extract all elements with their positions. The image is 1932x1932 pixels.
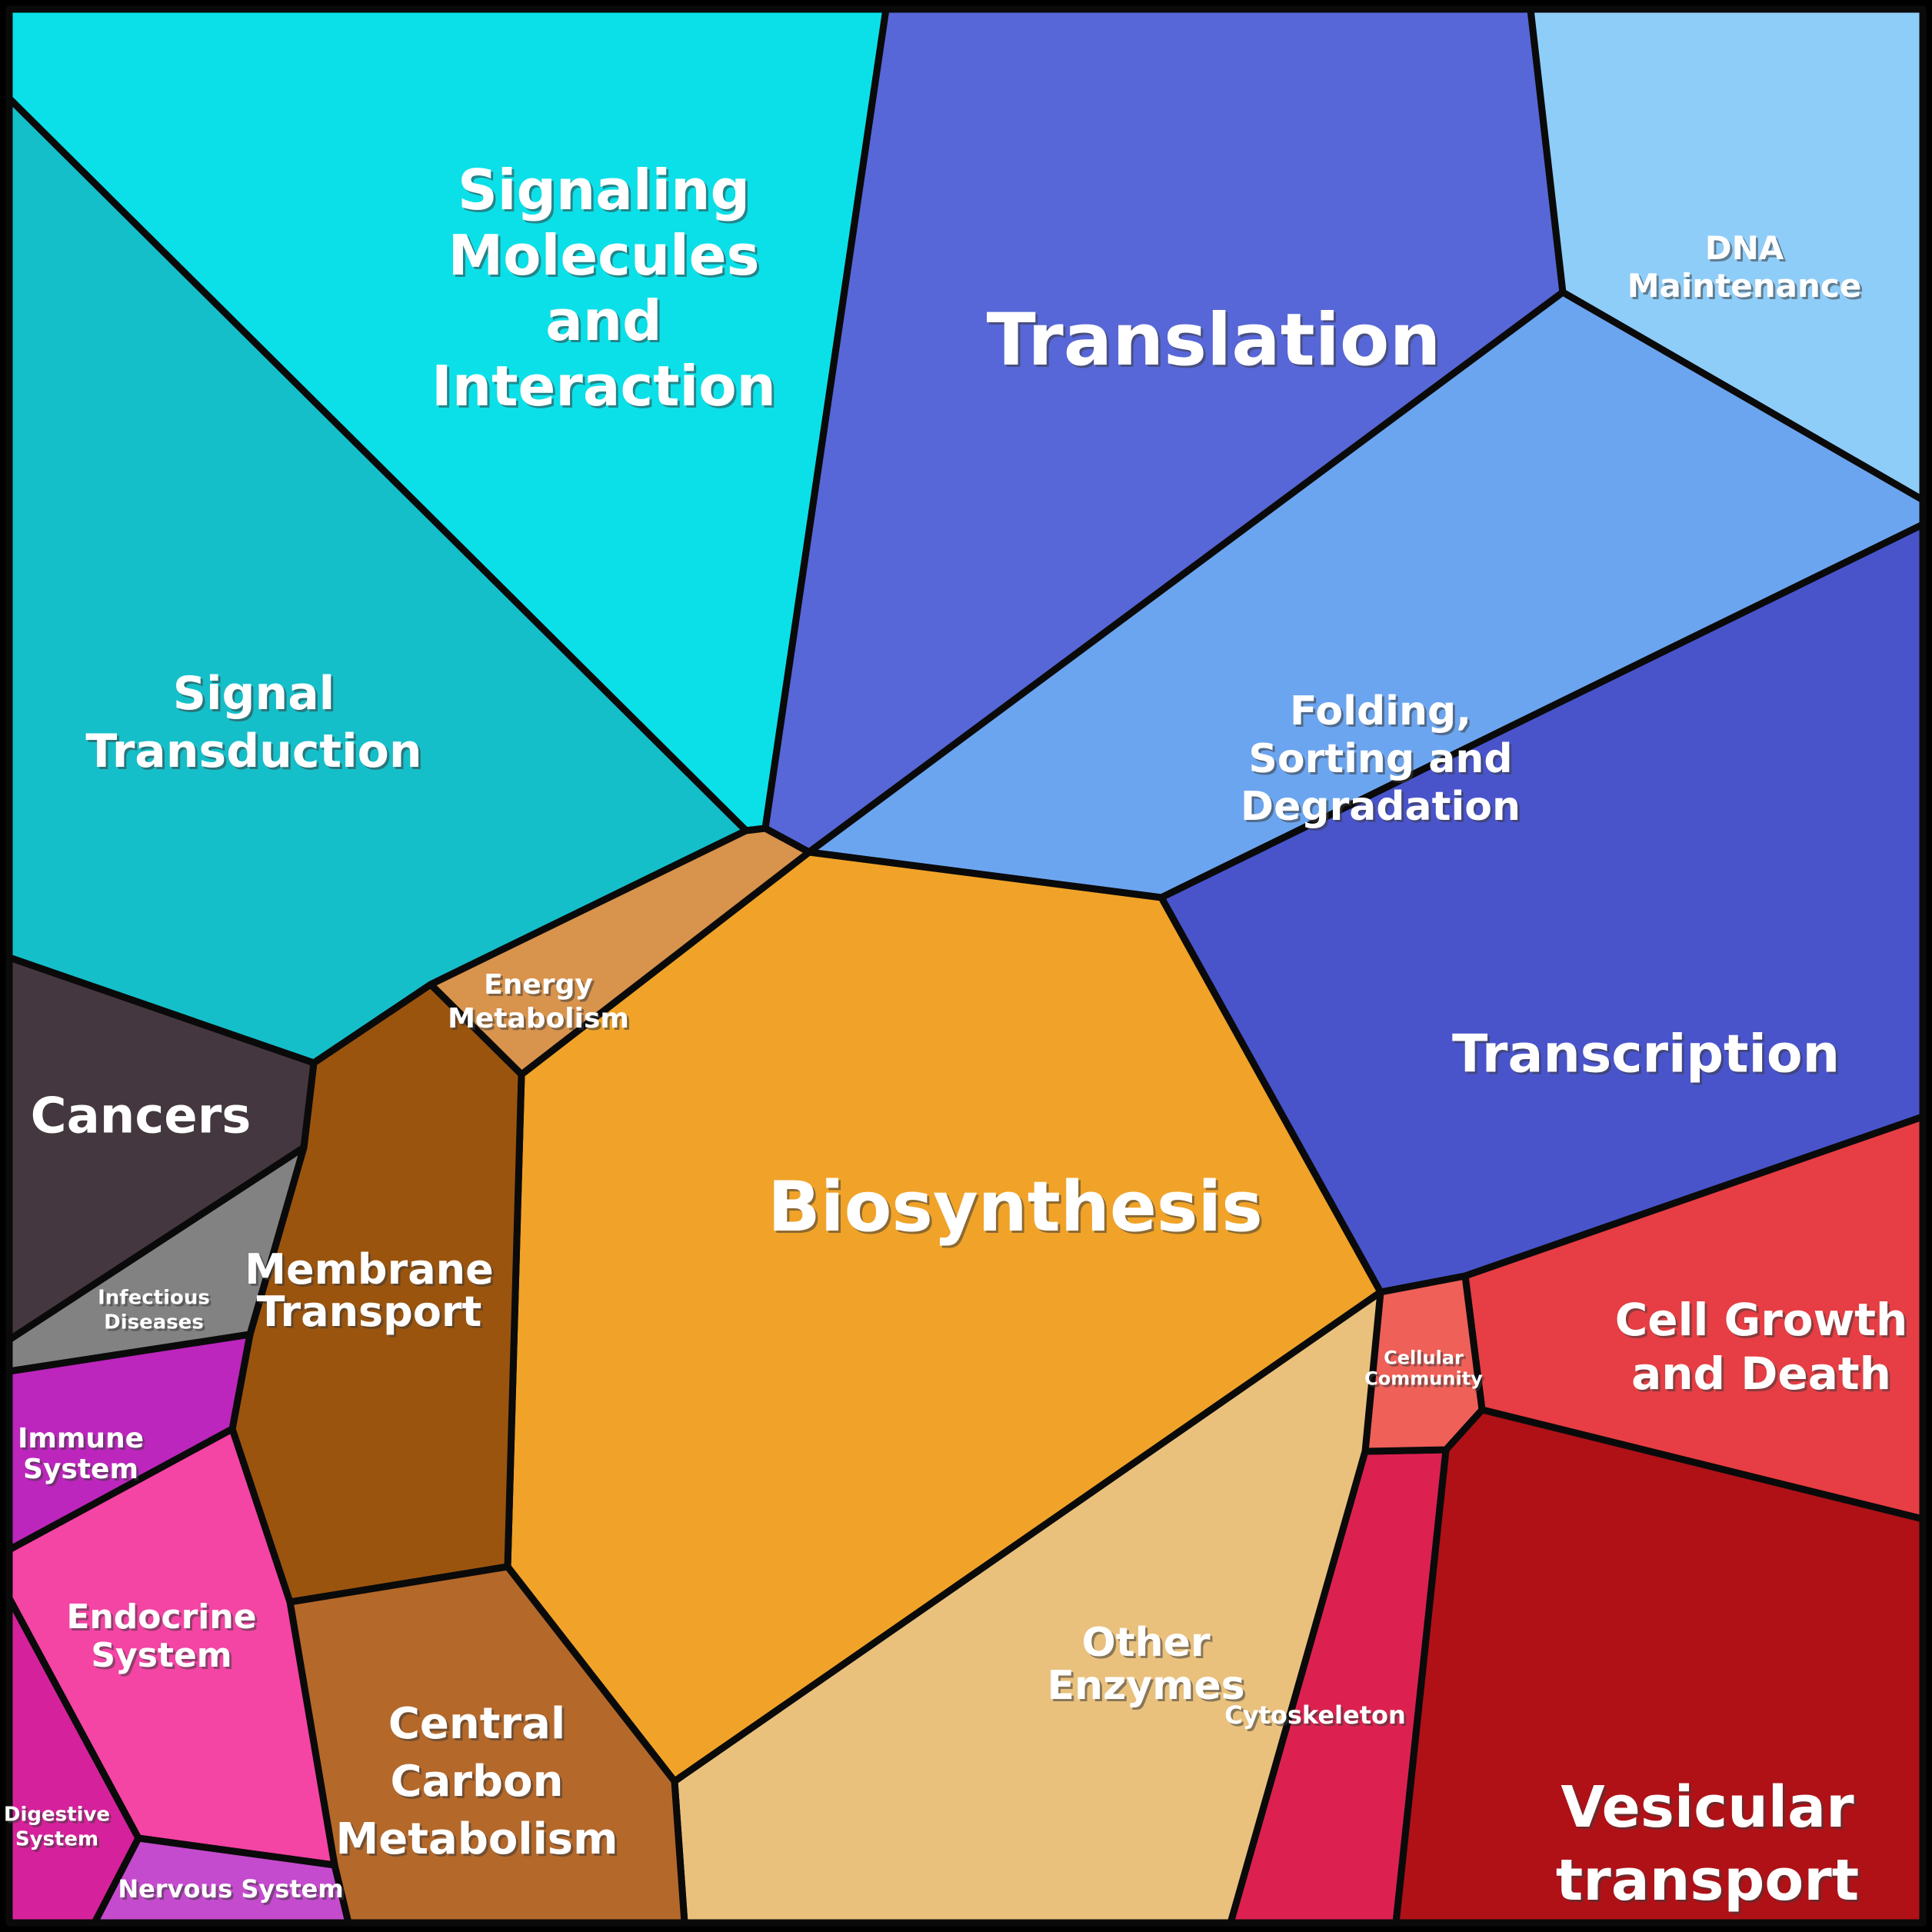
cell-nervous-system	[91, 1834, 352, 1927]
label-membrane-transport-line-0-shadow: Membrane	[247, 1247, 495, 1296]
label-membrane-transport-line-1: Transport	[257, 1287, 482, 1336]
label-transcription-line-0: Transcription	[1452, 1024, 1840, 1085]
label-cell-growth-and-death-line-0: Cell Growth	[1615, 1294, 1908, 1346]
label-vesicular-transport-line-1: transport	[1556, 1847, 1859, 1914]
label-signal-transduction-line-1-shadow: Transduction	[88, 727, 424, 781]
label-dna-maintenance-line-1: Maintenance	[1627, 267, 1862, 305]
label-cell-growth-and-death-line-0-shadow: Cell Growth	[1617, 1296, 1910, 1348]
label-central-carbon-metabolism-line-1-shadow: Carbon	[393, 1759, 566, 1809]
label-signaling-molecules-and-interaction-line-0: Signaling	[458, 158, 750, 222]
label-energy-metabolism-line-0-shadow: Energy	[486, 971, 595, 1003]
label-vesicular-transport-line-0-shadow: Vesicular	[1563, 1777, 1857, 1843]
label-other-enzymes-line-0-shadow: Other	[1084, 1622, 1213, 1668]
label-other-enzymes-line-1-shadow: Enzymes	[1049, 1665, 1247, 1711]
label-cellular-community-line-1: Community	[1364, 1368, 1483, 1390]
label-dna-maintenance-line-1-shadow: Maintenance	[1630, 269, 1864, 307]
label-cytoskeleton-line-0: Cytoskeleton	[1224, 1700, 1406, 1730]
label-digestive-system-line-0: Digestive	[4, 1804, 110, 1827]
label-folding-sorting-and-degradation-line-2-shadow: Degradation	[1243, 786, 1523, 832]
label-endocrine-system-line-1-shadow: System	[93, 1638, 234, 1677]
label-folding-sorting-and-degradation-line-1-shadow: Sorting and	[1251, 738, 1514, 784]
cell-energy-metabolism	[427, 824, 813, 1078]
label-signaling-molecules-and-interaction-line-3-shadow: Interaction	[434, 356, 778, 421]
label-digestive-system-line-1-shadow: System	[18, 1830, 101, 1854]
label-translation-line-0: Translation	[987, 298, 1441, 382]
label-endocrine-system-line-0-shadow: Endocrine	[68, 1600, 258, 1639]
label-vesicular-transport-line-1-shadow: transport	[1558, 1850, 1861, 1916]
label-energy-metabolism-line-1: Metabolism	[448, 1003, 629, 1034]
label-cellular-community-line-0: Cellular	[1384, 1347, 1464, 1369]
label-nervous-system-line-0-shadow: Nervous System	[120, 1877, 345, 1906]
label-central-carbon-metabolism-line-2: Metabolism	[336, 1814, 618, 1864]
label-transcription-line-0-shadow: Transcription	[1454, 1027, 1842, 1088]
label-digestive-system-line-1: System	[15, 1828, 98, 1851]
label-infectious-diseases-line-0: Infectious	[98, 1287, 210, 1310]
label-signaling-molecules-and-interaction-line-1-shadow: Molecules	[451, 225, 762, 290]
label-central-carbon-metabolism-line-0: Central	[388, 1699, 565, 1749]
label-translation-line-0-shadow: Translation	[989, 301, 1444, 385]
label-folding-sorting-and-degradation-line-0-shadow: Folding,	[1292, 691, 1474, 737]
label-immune-system-line-1-shadow: System	[25, 1456, 141, 1487]
label-central-carbon-metabolism-line-0-shadow: Central	[391, 1701, 568, 1751]
label-cell-growth-and-death-line-1: and Death	[1631, 1347, 1891, 1400]
label-digestive-system-line-0-shadow: Digestive	[6, 1806, 112, 1829]
label-nervous-system-line-0: Nervous System	[118, 1874, 343, 1904]
label-dna-maintenance-line-0: DNA	[1705, 229, 1784, 267]
label-infectious-diseases-line-1-shadow: Diseases	[106, 1314, 206, 1337]
label-signaling-molecules-and-interaction-line-1: Molecules	[448, 223, 760, 288]
label-energy-metabolism-line-0: Energy	[484, 969, 593, 1001]
label-signal-transduction-line-1: Transduction	[85, 724, 421, 778]
label-signaling-molecules-and-interaction-line-3: Interaction	[431, 354, 776, 418]
label-folding-sorting-and-degradation-line-2: Degradation	[1241, 784, 1521, 830]
label-endocrine-system-line-1: System	[91, 1636, 232, 1675]
label-signal-transduction-line-0-shadow: Signal	[175, 669, 338, 723]
label-cancers-line-0: Cancers	[31, 1088, 251, 1145]
label-infectious-diseases-line-0-shadow: Infectious	[100, 1289, 212, 1312]
label-folding-sorting-and-degradation-line-0: Folding,	[1290, 688, 1471, 734]
label-cell-growth-and-death-line-1-shadow: and Death	[1634, 1350, 1894, 1402]
label-membrane-transport-line-1-shadow: Transport	[259, 1290, 485, 1338]
label-vesicular-transport-line-0: Vesicular	[1561, 1774, 1854, 1840]
label-signal-transduction-line-0: Signal	[173, 667, 335, 721]
label-other-enzymes-line-0: Other	[1082, 1620, 1211, 1666]
label-signaling-molecules-and-interaction-line-2: and	[545, 288, 661, 353]
label-signaling-molecules-and-interaction-line-0-shadow: Signaling	[460, 160, 752, 225]
label-endocrine-system-line-0: Endocrine	[66, 1597, 256, 1637]
label-biosynthesis-line-0-shadow: Biosynthesis	[770, 1169, 1265, 1250]
label-membrane-transport-line-0: Membrane	[245, 1245, 493, 1294]
label-cellular-community-line-0-shadow: Cellular	[1386, 1350, 1466, 1371]
label-dna-maintenance-line-0-shadow: DNA	[1707, 232, 1787, 269]
label-energy-metabolism-line-1-shadow: Metabolism	[450, 1005, 631, 1037]
label-cancers-line-0-shadow: Cancers	[33, 1091, 254, 1148]
label-immune-system-line-0: Immune	[18, 1423, 144, 1454]
label-signaling-molecules-and-interaction-line-2-shadow: and	[548, 291, 664, 355]
label-central-carbon-metabolism-line-2-shadow: Metabolism	[338, 1817, 621, 1867]
label-immune-system-line-1: System	[23, 1454, 138, 1485]
label-cytoskeleton-line-0-shadow: Cytoskeleton	[1227, 1703, 1408, 1732]
label-immune-system-line-0-shadow: Immune	[20, 1425, 146, 1457]
label-biosynthesis-line-0: Biosynthesis	[768, 1167, 1263, 1247]
label-infectious-diseases-line-1: Diseases	[104, 1311, 204, 1334]
label-central-carbon-metabolism-line-1: Carbon	[391, 1757, 564, 1807]
label-cellular-community-line-1-shadow: Community	[1367, 1371, 1485, 1392]
label-other-enzymes-line-1: Enzymes	[1047, 1663, 1244, 1709]
label-folding-sorting-and-degradation-line-1: Sorting and	[1248, 736, 1512, 782]
